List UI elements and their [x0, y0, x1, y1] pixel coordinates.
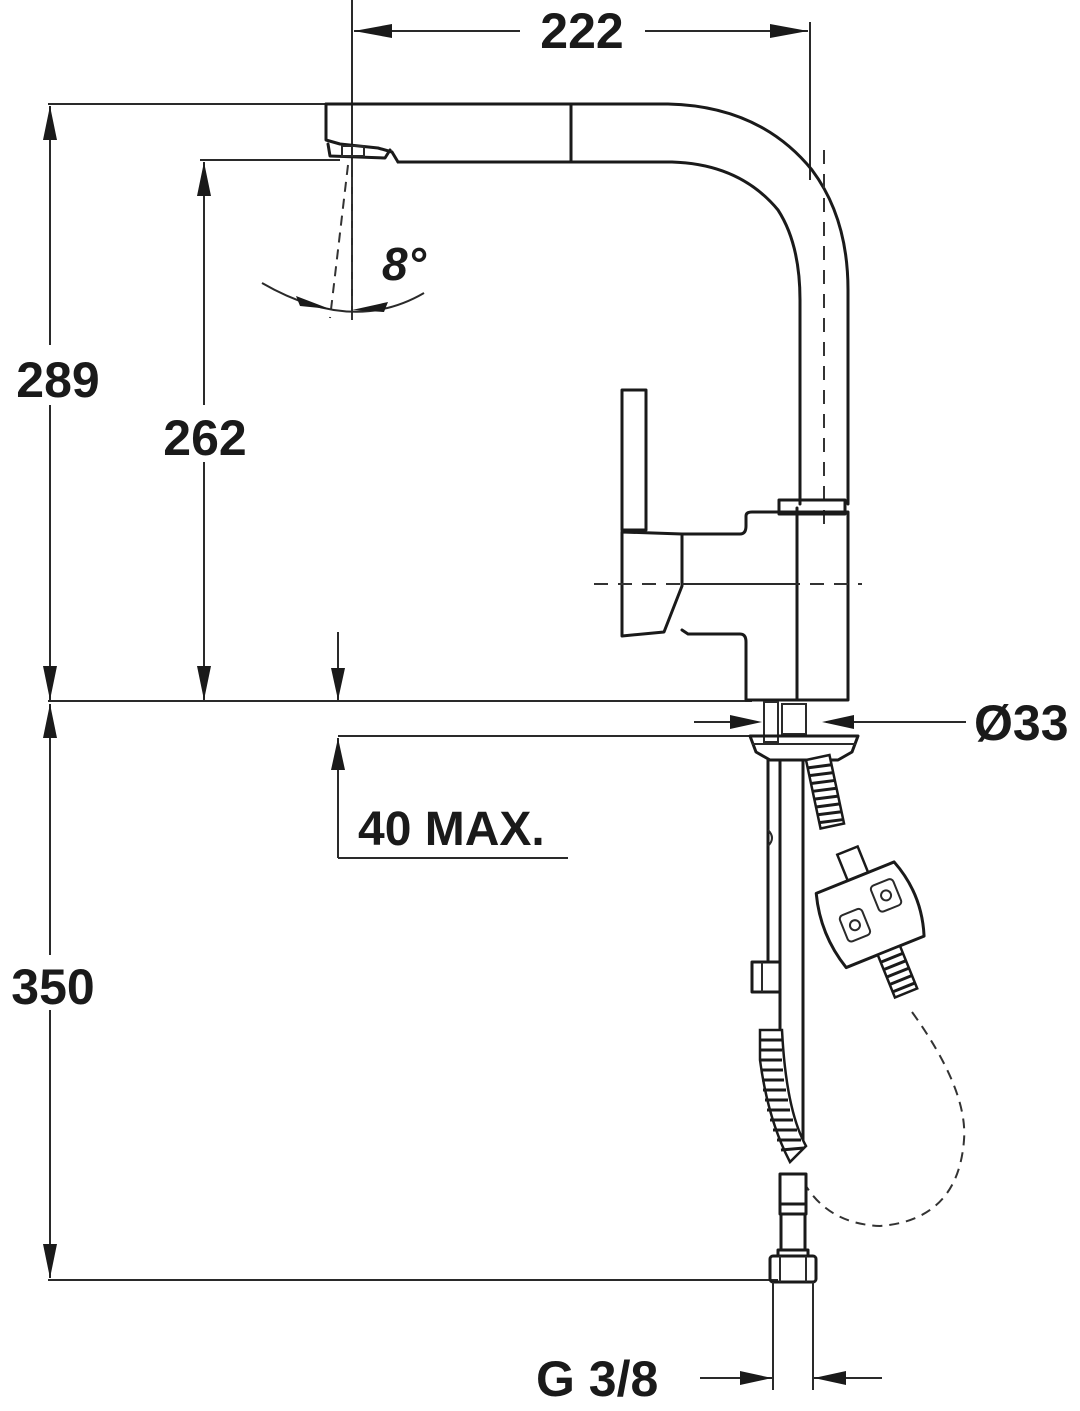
dimension-spout-height: 262	[163, 159, 340, 700]
total-height-label: 289	[16, 352, 99, 408]
dimension-connection-thread: G 3/8	[536, 1351, 882, 1407]
arrow-up-icon	[331, 738, 345, 770]
connection-thread-label: G 3/8	[536, 1351, 658, 1407]
faucet-body	[594, 388, 862, 702]
arrow-right-icon	[296, 296, 330, 309]
arrow-left-icon	[354, 24, 392, 38]
arrow-up-icon	[43, 704, 57, 738]
deck-lines	[48, 700, 778, 1281]
arrow-up-icon	[197, 162, 211, 196]
hose-counterweight	[814, 844, 926, 1000]
below-deck-length-label: 350	[11, 959, 94, 1015]
mounting-assembly	[748, 701, 860, 1142]
spout-reach-label: 222	[540, 3, 623, 59]
arrow-left-icon	[814, 1371, 846, 1385]
dimension-hole-diameter: Ø33	[694, 695, 1069, 751]
dimension-spout-reach: 222	[351, 0, 811, 320]
hole-diameter-label: Ø33	[974, 695, 1069, 751]
deck-thickness-label: 40 MAX.	[358, 803, 545, 856]
spray-angle-label: 8°	[382, 238, 427, 290]
arrow-right-icon	[730, 715, 762, 729]
arrow-down-icon	[43, 666, 57, 700]
faucet-spout	[324, 102, 850, 530]
arrow-left-icon	[822, 715, 854, 729]
arrow-up-icon	[43, 106, 57, 140]
spout-height-label: 262	[163, 410, 246, 466]
arrow-down-icon	[331, 668, 345, 700]
dimension-deck-thickness: 40 MAX.	[331, 632, 568, 859]
arrow-right-icon	[740, 1371, 772, 1385]
arrow-down-icon	[197, 666, 211, 700]
dimension-below-deck-length: 350	[11, 704, 95, 1278]
arrow-down-icon	[43, 1244, 57, 1278]
supply-connector	[768, 1172, 818, 1390]
arrow-left-icon	[352, 302, 388, 312]
spray-angle-indicator: 8°	[261, 160, 427, 320]
arrow-right-icon	[770, 24, 808, 38]
spray-hose	[758, 753, 966, 1228]
dimension-total-height: 289	[16, 103, 340, 700]
